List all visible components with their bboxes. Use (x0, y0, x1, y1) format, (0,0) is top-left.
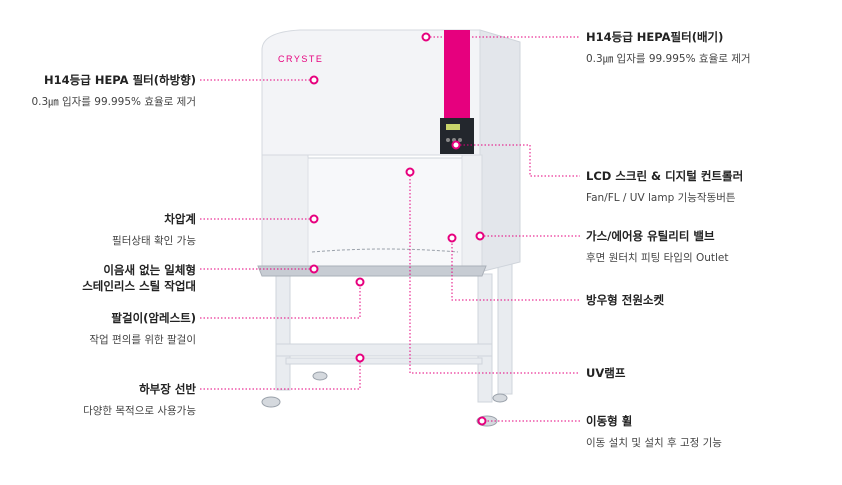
callout-lcd-controller: LCD 스크린 & 디지털 컨트롤러 Fan/FL / UV lamp 기능작동… (586, 168, 743, 206)
callout-title: 가스/에어용 유틸리티 밸브 (586, 229, 715, 243)
callout-dot (421, 32, 431, 42)
callout-desc: 0.3㎛ 입자를 99.995% 효율로 제거 (31, 96, 196, 108)
callout-hepa-exhaust: H14등급 HEPA필터(배기) 0.3㎛ 입자를 99.995% 효율로 제거 (586, 29, 751, 67)
callout-dot (451, 140, 461, 150)
callout-desc: 0.3㎛ 입자를 99.995% 효율로 제거 (586, 53, 751, 65)
stand (275, 261, 513, 403)
callout-title-line2: 스테인리스 스틸 작업대 (82, 279, 196, 293)
callout-dot (355, 277, 365, 287)
callout-wheel: 이동형 휠 이동 설치 및 설치 후 고정 기능 (586, 413, 722, 451)
callout-title: 하부장 선반 (139, 382, 196, 396)
callout-desc: 이동 설치 및 설치 후 고정 기능 (586, 437, 722, 449)
callout-title: 방우형 전원소켓 (586, 293, 665, 307)
callout-power-socket: 방우형 전원소켓 (586, 292, 664, 308)
callout-title: 차압계 (164, 212, 196, 226)
callout-title: 팔걸이(암레스트) (111, 311, 196, 325)
callout-dot (405, 167, 415, 177)
callout-dot (309, 214, 319, 224)
callout-manometer: 차압계 필터상태 확인 가능 (112, 211, 196, 249)
callout-dot (475, 231, 485, 241)
callout-title: 이동형 휠 (586, 414, 633, 428)
brand-logo: CRYSTE (278, 54, 323, 64)
callout-title: H14등급 HEPA필터(배기) (586, 30, 724, 44)
callout-desc: 후면 원터치 피팅 타입의 Outlet (586, 252, 729, 264)
callout-dot (355, 353, 365, 363)
callout-desc: 작업 편의를 위한 팔걸이 (89, 334, 196, 346)
callout-shelf: 하부장 선반 다양한 목적으로 사용가능 (83, 381, 196, 419)
callout-title: 이음새 없는 일체형 (103, 263, 196, 277)
callout-title: UV램프 (586, 366, 626, 380)
callout-utility-valve: 가스/에어용 유틸리티 밸브 후면 원터치 피팅 타입의 Outlet (586, 228, 728, 266)
callout-dot (447, 233, 457, 243)
callout-desc: Fan/FL / UV lamp 기능작동버튼 (586, 192, 736, 204)
callout-armrest: 팔걸이(암레스트) 작업 편의를 위한 팔걸이 (89, 310, 196, 348)
callout-uv-lamp: UV램프 (586, 365, 625, 381)
cabinet-hood (261, 29, 481, 156)
callout-desc: 다양한 목적으로 사용가능 (83, 405, 196, 417)
callout-title: LCD 스크린 & 디지털 컨트롤러 (586, 169, 744, 183)
accent-stripe (444, 30, 470, 118)
callout-work-surface: 이음새 없는 일체형 스테인리스 스틸 작업대 (82, 262, 196, 294)
callout-dot (309, 264, 319, 274)
callout-hepa-downflow: H14등급 HEPA 필터(하방향) 0.3㎛ 입자를 99.995% 효율로 … (31, 72, 196, 110)
callout-desc: 필터상태 확인 가능 (112, 235, 196, 247)
callout-title: H14등급 HEPA 필터(하방향) (44, 73, 196, 87)
callout-dot (309, 75, 319, 85)
callout-dot (477, 416, 487, 426)
